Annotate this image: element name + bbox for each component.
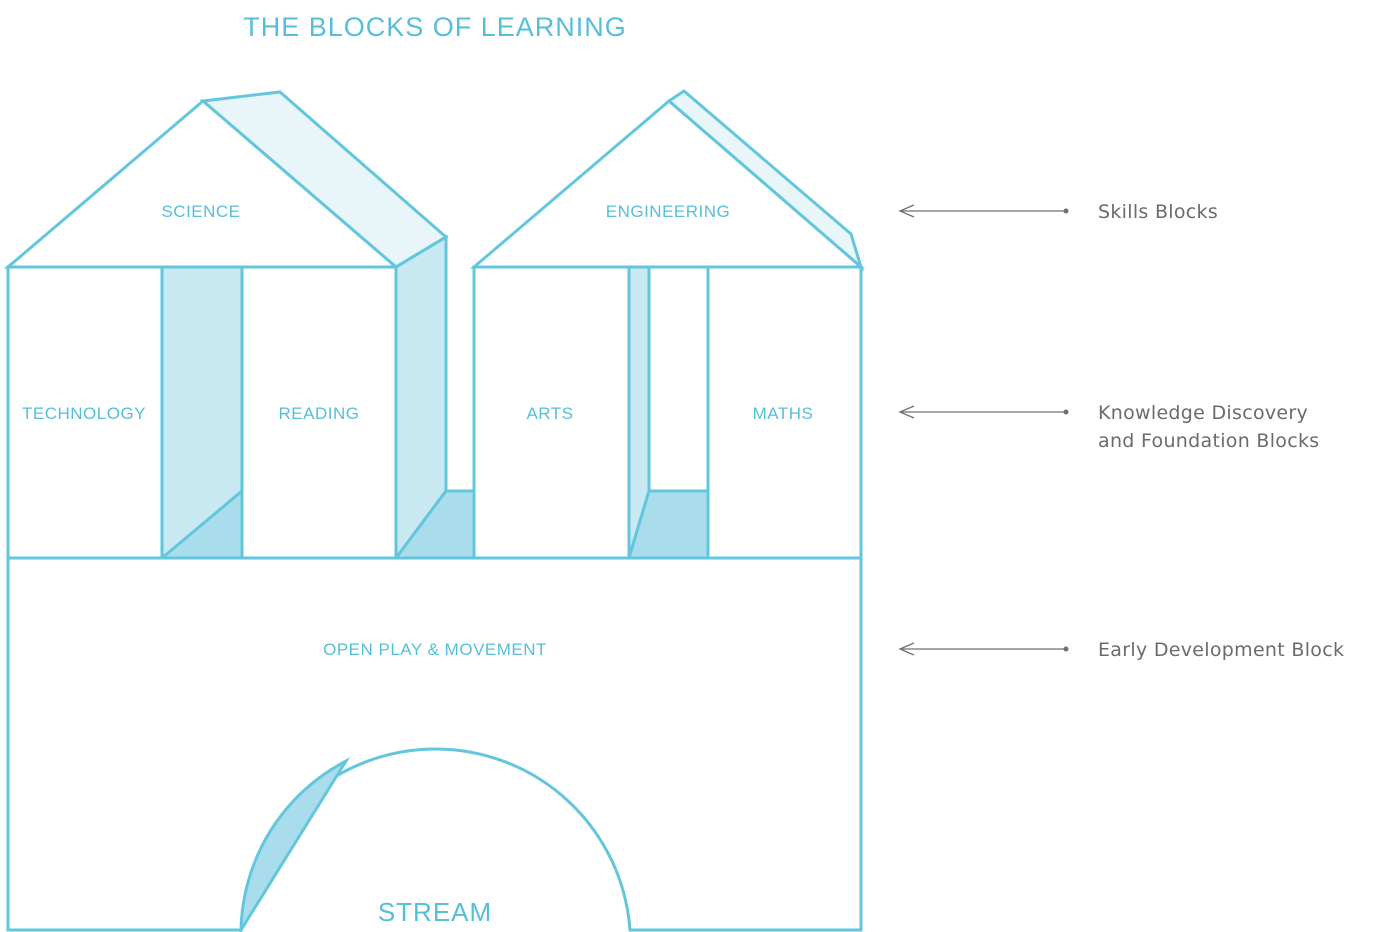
- stream-label: STREAM: [378, 897, 492, 927]
- arts-block: [472, 265, 631, 560]
- knowledge-blocks-label-line1: Knowledge Discovery: [1098, 402, 1308, 424]
- skills-blocks-label: Skills Blocks: [1098, 201, 1218, 223]
- early-development-label: Early Development Block: [1098, 639, 1344, 661]
- early-arrow-dot: [1063, 646, 1069, 652]
- knowledge-arrow-icon: [898, 405, 1066, 419]
- open-play-label: OPEN PLAY & MOVEMENT: [323, 640, 547, 659]
- right-gap-back: [647, 265, 710, 493]
- arts-label: ARTS: [526, 404, 573, 423]
- knowledge-arrow-dot: [1063, 409, 1069, 415]
- skills-arrow-dot: [1063, 208, 1069, 214]
- knowledge-blocks-label-line2: and Foundation Blocks: [1098, 430, 1319, 452]
- engineering-roof-block: [469, 99, 866, 269]
- science-label: SCIENCE: [161, 202, 240, 221]
- maths-block: [706, 265, 863, 560]
- early-arrow-icon: [898, 642, 1066, 656]
- technology-label: TECHNOLOGY: [22, 404, 146, 423]
- open-play-block: [6, 556, 863, 932]
- skills-arrow-icon: [898, 204, 1066, 218]
- diagram-title: THE BLOCKS OF LEARNING: [243, 12, 627, 42]
- engineering-label: ENGINEERING: [606, 202, 731, 221]
- reading-label: READING: [279, 404, 360, 423]
- arch-shading: [239, 757, 351, 932]
- maths-label: MATHS: [753, 404, 814, 423]
